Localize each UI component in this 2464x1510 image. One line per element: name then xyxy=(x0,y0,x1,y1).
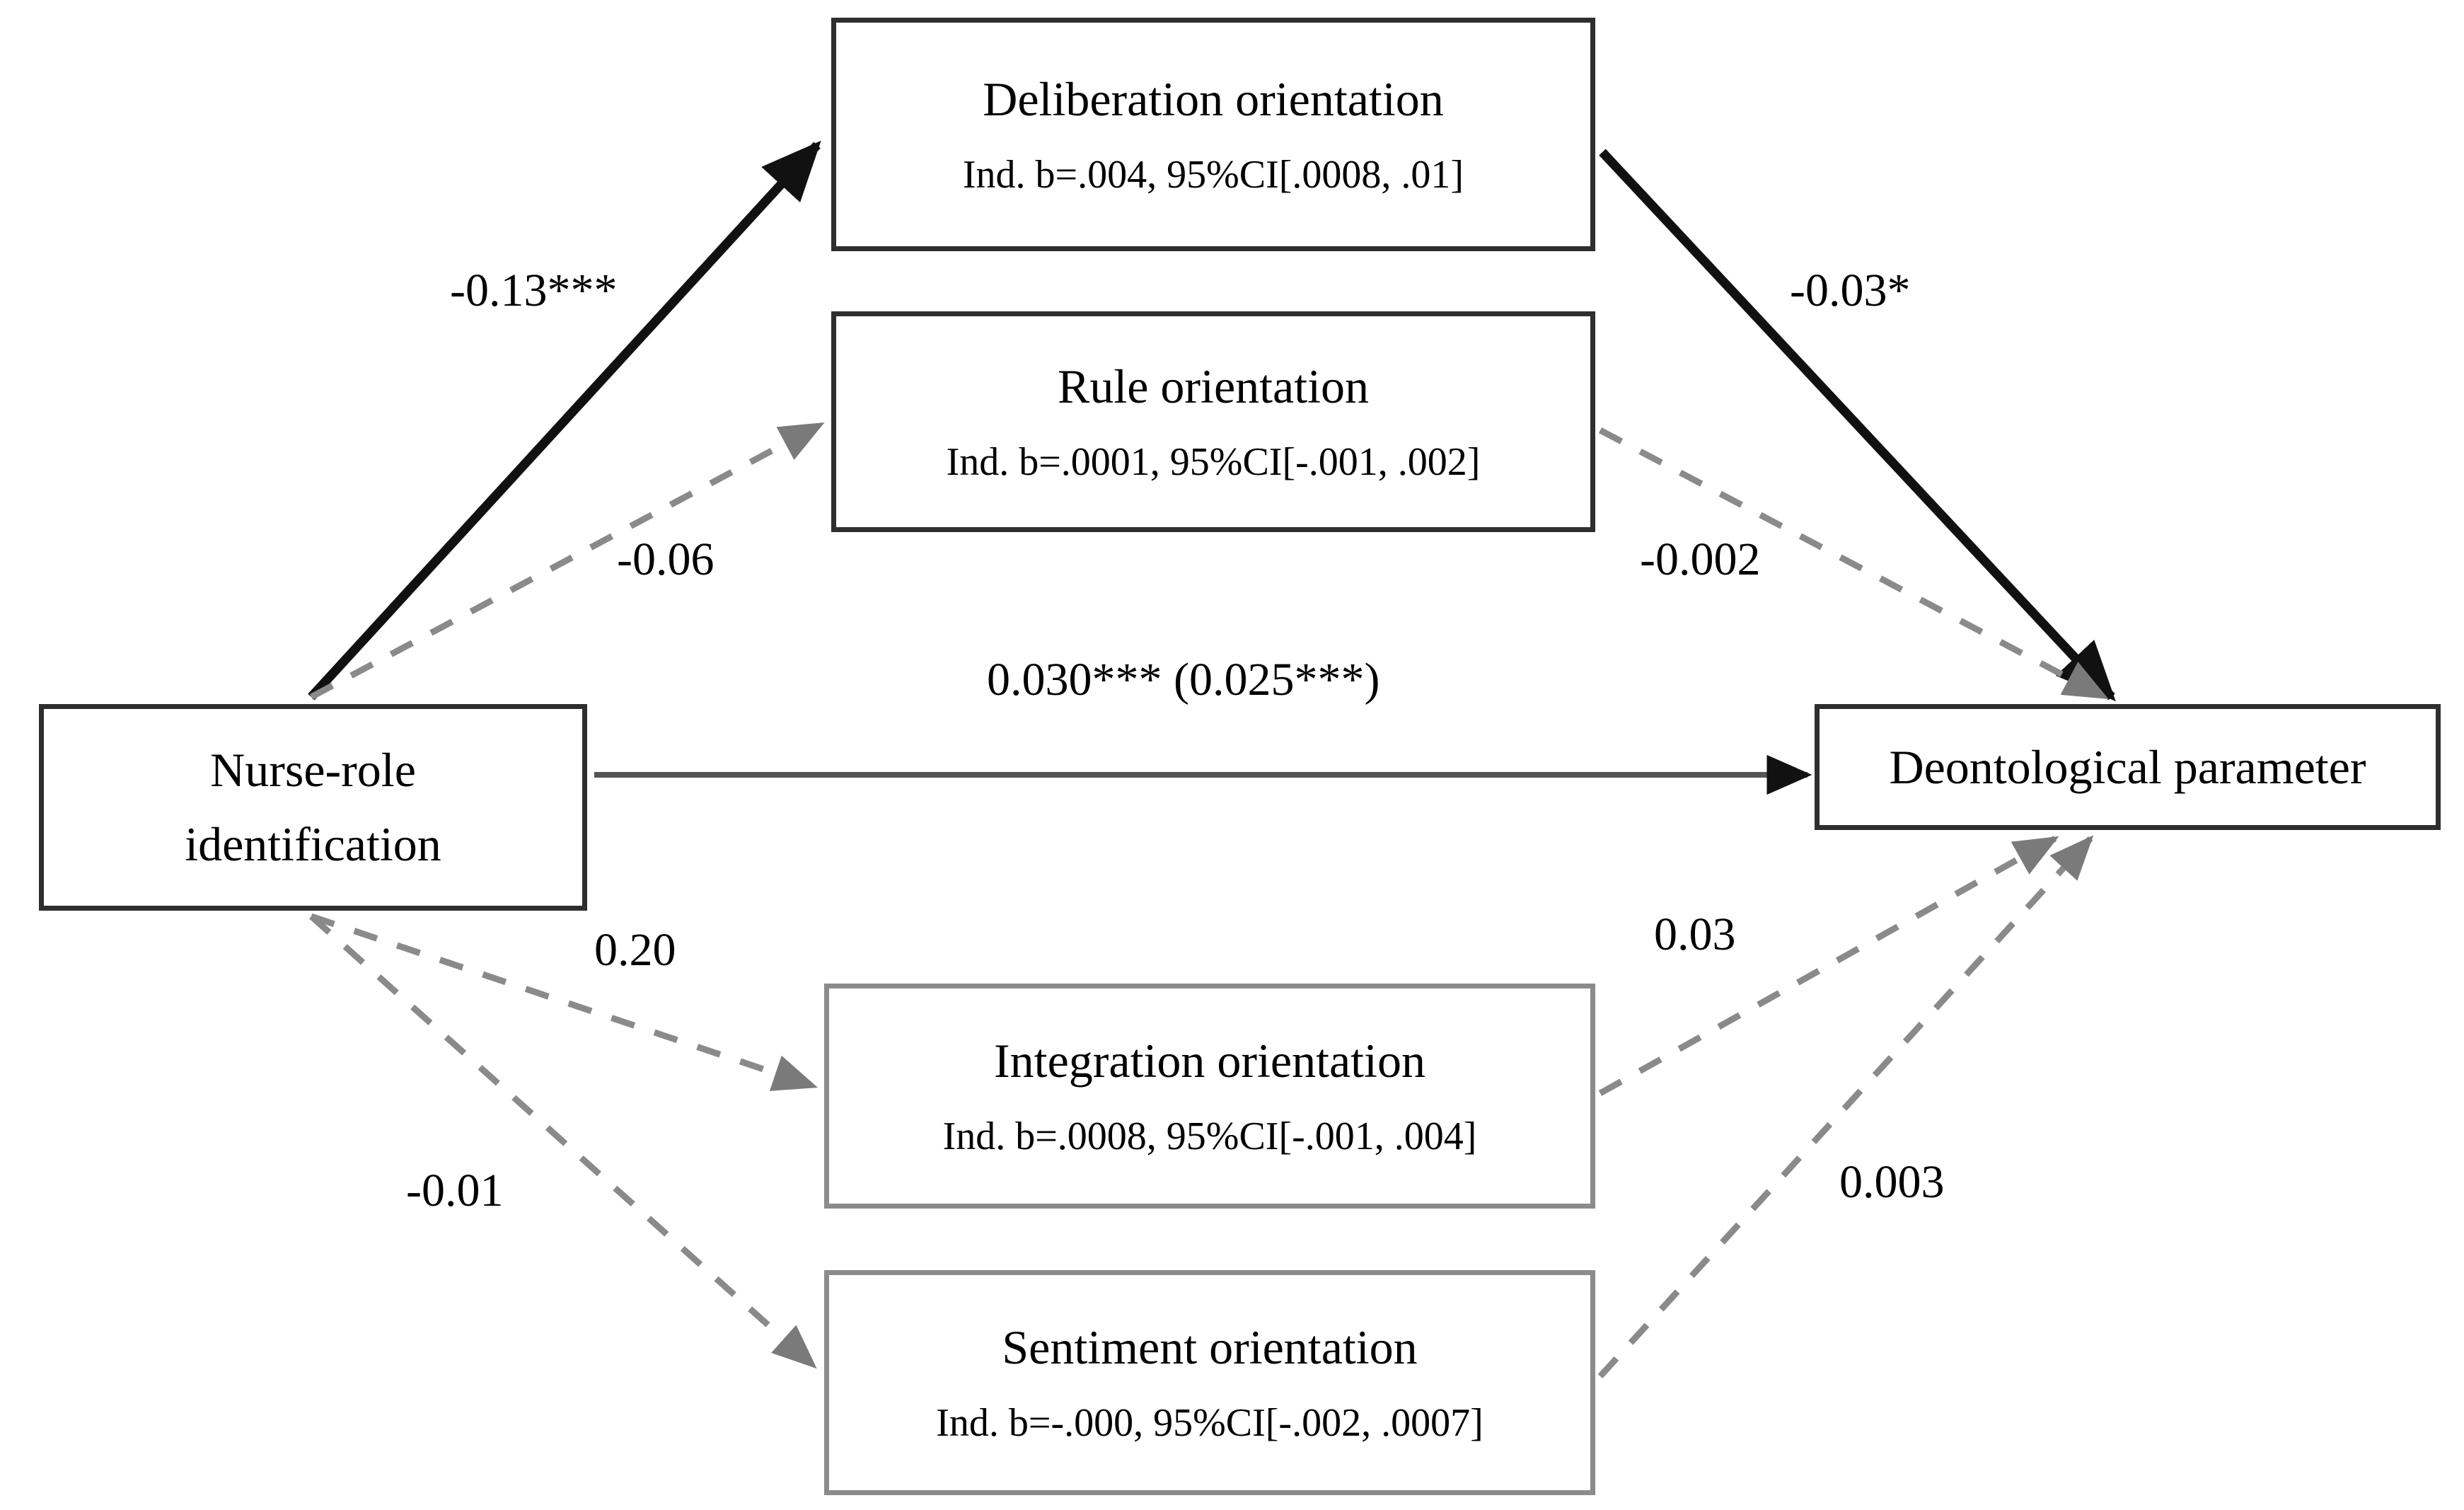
node-title-line2: identification xyxy=(185,817,441,871)
edge-label-predictor-to-deliberation: -0.13*** xyxy=(450,265,618,316)
node-indirect-effect: Ind. b=-.000, 95%CI[-.002, .0007] xyxy=(936,1400,1483,1445)
edge-predictor-to-deliberation xyxy=(308,140,821,701)
node-title: Deliberation orientation xyxy=(983,71,1444,126)
node-title: Deontological parameter xyxy=(1889,739,2366,794)
node-nurse-role-identification[interactable]: Nurse-role identification xyxy=(39,704,587,911)
node-title: Sentiment orientation xyxy=(1002,1320,1418,1374)
edge-predictor-to-rule xyxy=(309,422,825,700)
edge-label-rule-to-outcome: -0.002 xyxy=(1640,534,1761,585)
node-sentiment-orientation[interactable]: Sentiment orientation Ind. b=-.000, 95%C… xyxy=(824,1270,1595,1495)
edge-label-predictor-to-sentiment: -0.01 xyxy=(406,1165,504,1216)
node-indirect-effect: Ind. b=.0008, 95%CI[-.001, .004] xyxy=(942,1114,1477,1158)
edge-label-integration-to-outcome: 0.03 xyxy=(1654,909,1736,960)
node-title: Integration orientation xyxy=(994,1033,1425,1088)
node-rule-orientation[interactable]: Rule orientation Ind. b=.0001, 95%CI[-.0… xyxy=(831,311,1595,532)
node-integration-orientation[interactable]: Integration orientation Ind. b=.0008, 95… xyxy=(824,984,1595,1209)
node-title: Rule orientation xyxy=(1057,359,1369,413)
edge-label-direct-effect: 0.030*** (0.025***) xyxy=(987,654,1380,705)
edge-label-predictor-to-rule: -0.06 xyxy=(617,534,715,585)
edge-deliberation-to-outcome xyxy=(1599,149,2116,702)
node-title: Nurse-role identification xyxy=(185,733,441,882)
node-indirect-effect: Ind. b=.004, 95%CI[.0008, .01] xyxy=(962,152,1464,197)
node-title-line1: Nurse-role xyxy=(210,742,416,797)
node-indirect-effect: Ind. b=.0001, 95%CI[-.001, .002] xyxy=(946,439,1481,484)
edge-label-predictor-to-integration: 0.20 xyxy=(594,924,676,976)
edge-integration-to-outcome xyxy=(1598,836,2059,1096)
edge-predictor-to-sentiment xyxy=(309,914,817,1369)
node-deontological-parameter[interactable]: Deontological parameter xyxy=(1815,704,2441,830)
edge-label-sentiment-to-outcome: 0.003 xyxy=(1839,1156,1945,1208)
node-deliberation-orientation[interactable]: Deliberation orientation Ind. b=.004, 95… xyxy=(831,18,1595,251)
edge-label-deliberation-to-outcome: -0.03* xyxy=(1790,265,1911,316)
edge-predictor-to-integration xyxy=(310,913,818,1091)
